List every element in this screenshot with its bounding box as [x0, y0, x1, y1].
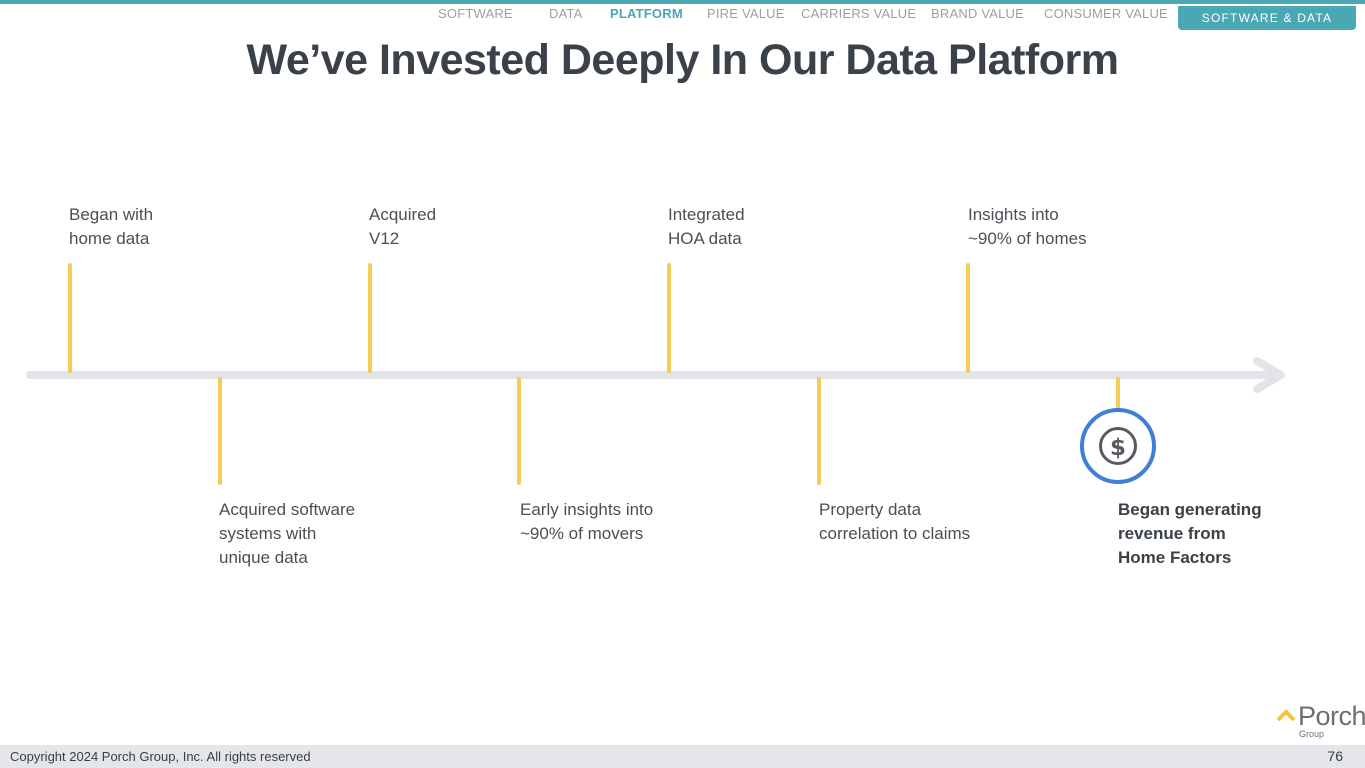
arrow-right-icon: [1253, 357, 1285, 393]
milestone-label: Acquired V12: [369, 205, 437, 248]
nav-consumer-value[interactable]: CONSUMER VALUE: [1044, 6, 1168, 21]
svg-text:$: $: [1110, 435, 1126, 461]
nav-carriers-value[interactable]: CARRIERS VALUE: [801, 6, 917, 21]
nav-data[interactable]: DATA: [549, 6, 583, 21]
page-title: We’ve Invested Deeply In Our Data Platfo…: [246, 36, 1119, 84]
top-accent-bar: [0, 0, 1365, 4]
top-nav: SOFTWARE DATA PLATFORM PIRE VALUE CARRIE…: [0, 6, 1365, 30]
logo-subtitle: Group: [1299, 729, 1325, 739]
page-number: 76: [1327, 748, 1343, 764]
nav-software[interactable]: SOFTWARE: [438, 6, 513, 21]
porch-group-logo: Porch Group: [1276, 701, 1365, 743]
nav-platform[interactable]: PLATFORM: [610, 6, 683, 21]
section-pill[interactable]: SOFTWARE & DATA: [1178, 6, 1356, 30]
nav-brand-value[interactable]: BRAND VALUE: [931, 6, 1024, 21]
nav-pire-value[interactable]: PIRE VALUE: [707, 6, 785, 21]
milestone-label: Early insights into ~90% of movers: [520, 500, 654, 543]
milestone-label: Property data correlation to claims: [819, 500, 971, 543]
copyright-text: Copyright 2024 Porch Group, Inc. All rig…: [10, 749, 311, 764]
roof-chevron-icon: [1276, 709, 1296, 722]
milestone-label: Insights into ~90% of homes: [968, 205, 1087, 248]
dollar-circle-icon: $: [1080, 408, 1156, 484]
logo-wordmark: Porch: [1298, 701, 1365, 731]
milestone-label: Began with home data: [69, 205, 154, 248]
milestone-label: Integrated HOA data: [668, 205, 745, 248]
milestone-label: Acquired software systems with unique da…: [219, 500, 356, 567]
footer-bar: Copyright 2024 Porch Group, Inc. All rig…: [0, 745, 1365, 768]
milestone-label-highlight: Began generating revenue from Home Facto…: [1118, 500, 1262, 567]
